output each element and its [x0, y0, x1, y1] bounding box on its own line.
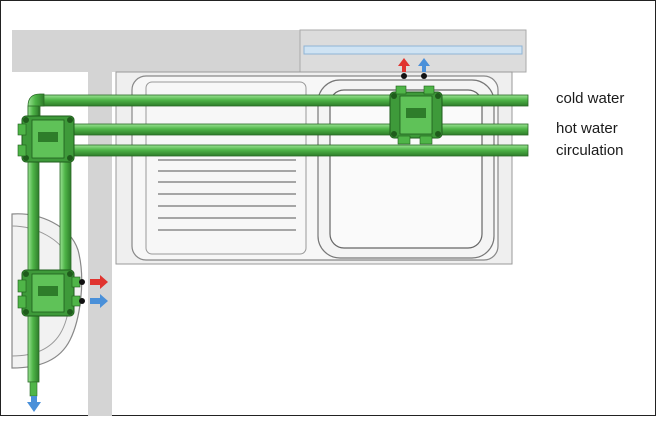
fitting-bottom-left [17, 269, 81, 317]
fitting-top-right [389, 85, 443, 145]
red-arrow-icon [398, 58, 410, 79]
blue-arrow-icon [418, 58, 430, 79]
drainboard-ribs [158, 159, 296, 231]
fitting-top-left [17, 115, 75, 163]
red-arrow-icon [79, 275, 108, 289]
blue-arrow-icon [27, 396, 41, 412]
drainboard [145, 81, 307, 255]
window-glass [303, 45, 523, 55]
circulation-pipe [23, 144, 529, 157]
label-cold-water: cold water [556, 90, 625, 107]
hot-water-pipe [23, 123, 529, 136]
label-circulation: circulation [556, 142, 624, 159]
cold-water-pipe [39, 94, 529, 107]
blue-arrow-icon [79, 294, 108, 308]
label-hot-water: hot water [556, 120, 618, 137]
